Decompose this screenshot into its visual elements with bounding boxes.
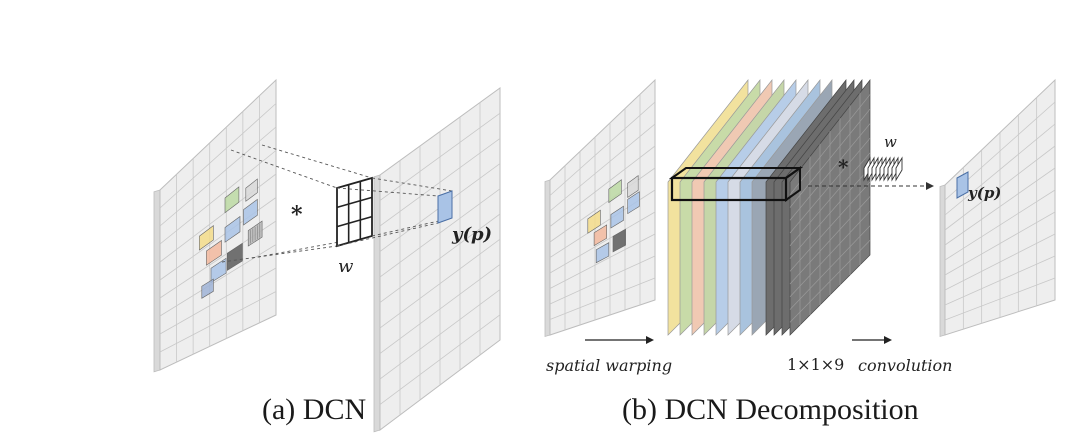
- input-feature-map-b-hline: [549, 145, 656, 227]
- sample-blue2-b: [627, 191, 640, 215]
- input-feature-map-a-hline: [159, 150, 277, 245]
- panel-a-operator: *: [291, 202, 303, 228]
- output-feature-map-b-hline: [944, 233, 1056, 291]
- input-feature-map-a-hline: [159, 291, 277, 353]
- projection-line-a: [261, 144, 373, 179]
- panel-b-operator: *: [838, 155, 849, 179]
- panel-a-kernel-label: w: [338, 256, 354, 277]
- kernel-size-label: 1×1×9: [787, 355, 845, 374]
- dark-grid-hline: [789, 167, 871, 259]
- sample-yellow-b: [587, 209, 601, 234]
- warp-arrowhead: [646, 336, 654, 344]
- convolution-label: convolution: [858, 356, 953, 375]
- input-feature-map-a-hline: [159, 103, 277, 209]
- input-feature-map-a-side: [153, 189, 161, 373]
- projection-line-a: [251, 235, 373, 259]
- input-feature-map-a-hline: [159, 244, 277, 317]
- panel-b-output-label: y(p): [968, 184, 1002, 202]
- dark-grid-hline: [789, 123, 871, 221]
- output-feature-map-a-hline: [379, 264, 501, 354]
- dark-grid-hline: [789, 152, 871, 246]
- projection-line-a: [230, 149, 338, 189]
- input-feature-map-a-face: [159, 78, 277, 371]
- sample-orange-a: [206, 239, 222, 266]
- sample-blue3-a: [210, 257, 227, 284]
- spatial-warping-label: spatial warping: [546, 356, 673, 375]
- output-pixel-a: [437, 190, 453, 224]
- projection-line-a2: [371, 177, 453, 192]
- dark-grid-hline: [789, 225, 871, 310]
- sample-orange-b: [593, 224, 608, 247]
- sample-green-b: [608, 179, 622, 204]
- dark-grid-hline: [789, 94, 871, 195]
- input-feature-map-a-hline: [159, 126, 277, 227]
- sample-dark-b: [612, 228, 626, 253]
- sample-blue2-a: [243, 198, 258, 226]
- output-feature-map-a-hline: [379, 289, 501, 380]
- output-feature-map-b-hline: [944, 211, 1056, 276]
- projection-line-a2: [336, 187, 439, 197]
- conv-arrowhead-bottom: [884, 336, 892, 344]
- input-feature-map-b-hline: [549, 255, 656, 305]
- projection-line-a2: [336, 222, 439, 247]
- output-pixel-b: [956, 171, 969, 199]
- output-feature-map-b-hline: [944, 123, 1056, 216]
- output-feature-map-b-hline: [944, 145, 1056, 231]
- output-feature-map-a-hline: [379, 138, 501, 227]
- panel-b-caption: (b) DCN Decomposition: [622, 393, 919, 426]
- output-feature-map-b-hline: [944, 189, 1056, 261]
- sample-blue-a: [224, 215, 241, 243]
- output-feature-map-a-hline: [379, 213, 501, 303]
- input-feature-map-b-hline: [549, 123, 656, 212]
- output-feature-map-a-hline: [379, 112, 501, 201]
- dark-grid-hline: [789, 196, 871, 285]
- output-feature-map-a-hline: [379, 238, 501, 329]
- kernel-grid-line-a: [336, 215, 373, 228]
- projection-line-a: [221, 245, 338, 263]
- sample-gray-light-a: [245, 178, 258, 202]
- sample-yellow-a: [199, 225, 214, 251]
- conv-arrowhead: [926, 182, 934, 190]
- sample-dark-a: [227, 242, 243, 271]
- dark-grid-hline: [789, 181, 871, 272]
- input-feature-map-b-face: [549, 78, 656, 336]
- output-feature-map-b-side: [939, 184, 946, 338]
- kernel-grid-line-a: [336, 196, 373, 209]
- sample-blue-b: [610, 205, 624, 229]
- kernel-grid-a: [336, 176, 373, 248]
- panel-b-kernel-label: w: [884, 133, 897, 151]
- input-feature-map-b-hline: [549, 211, 656, 274]
- tube-side: [785, 166, 801, 202]
- sample-gray-light-b: [627, 175, 639, 198]
- input-feature-map-b-side: [544, 179, 551, 338]
- input-feature-map-b-hline: [549, 277, 656, 320]
- output-feature-map-b-hline: [944, 277, 1056, 321]
- output-feature-map-b-hline: [944, 167, 1056, 246]
- sample-blue4-a: [201, 278, 214, 299]
- dark-grid-hline: [789, 108, 871, 208]
- sample-blue3-b: [595, 242, 610, 264]
- dark-grid-hline: [789, 211, 871, 297]
- output-feature-map-a-side: [373, 174, 381, 433]
- output-feature-map-a-hline: [379, 188, 501, 278]
- panel-a-caption: (a) DCN: [262, 393, 367, 426]
- dark-grid-hline: [789, 240, 871, 323]
- output-feature-map-b-hline: [944, 255, 1056, 306]
- input-feature-map-a-hline: [159, 267, 277, 335]
- input-feature-map-b-hline: [549, 101, 656, 196]
- small-kernel-slice: [895, 156, 903, 182]
- panel-a-output-label: y(p): [452, 224, 493, 245]
- sample-green-a: [224, 186, 240, 214]
- output-feature-map-a-hline: [379, 314, 501, 405]
- input-feature-map-b-hline: [549, 233, 656, 289]
